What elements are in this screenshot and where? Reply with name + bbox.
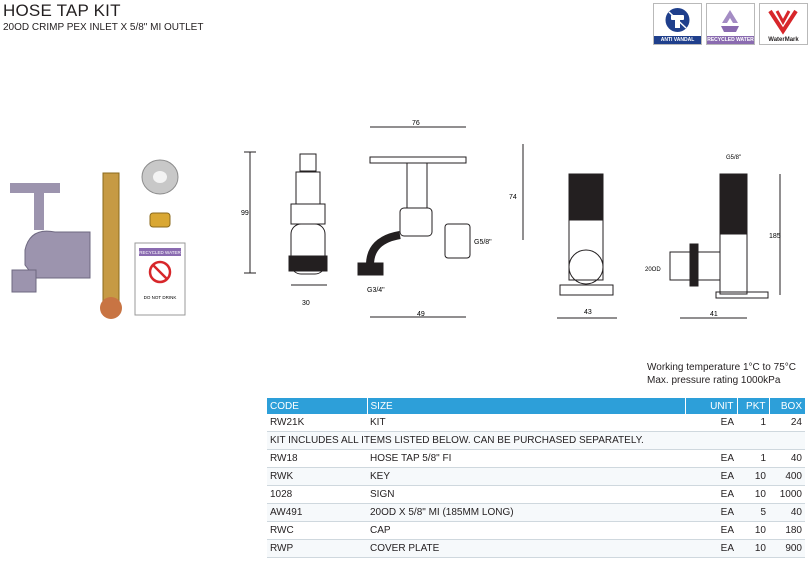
- dim-back-width: 43: [584, 309, 592, 316]
- dim-side-inlet: G3/4": [367, 287, 385, 294]
- sign-title: RECYCLED WATER: [139, 250, 181, 255]
- cell-pkt: 10: [737, 539, 769, 558]
- header-unit: UNIT: [685, 398, 738, 414]
- dim-side-top: 76: [412, 120, 420, 127]
- header-size: SIZE: [367, 398, 686, 414]
- cell-pkt: 1: [737, 414, 769, 432]
- page-title: HOSE TAP KIT: [3, 1, 121, 20]
- cell-size: CAP: [367, 521, 685, 540]
- dim-section-bottom: 41: [710, 311, 718, 318]
- dim-front-height: 99: [241, 210, 249, 217]
- cell-box: 1000: [769, 485, 805, 504]
- dim-section-top: G5/8": [726, 155, 741, 161]
- working-temperature: Working temperature 1°C to 75°C: [647, 362, 796, 373]
- cell-box: 180: [769, 521, 805, 540]
- table-row: RW21K KIT EA 1 24: [267, 414, 805, 432]
- certification-badges: ANTI VANDAL RECYCLED WATER WaterMark: [653, 3, 808, 45]
- tap-shield-icon: [665, 8, 690, 32]
- cell-pkt: 10: [737, 467, 769, 486]
- cell-size: COVER PLATE: [367, 539, 685, 558]
- cell-code: RWK: [267, 467, 367, 486]
- cell-unit: EA: [685, 539, 737, 558]
- recycled-water-badge: RECYCLED WATER: [706, 3, 755, 45]
- dim-section-inlet: 20OD: [645, 267, 661, 273]
- watermark-icon: [768, 9, 798, 35]
- header-box: BOX: [769, 398, 805, 414]
- cell-pkt: 5: [737, 503, 769, 522]
- cell-code: AW491: [267, 503, 367, 522]
- back-view: [557, 173, 617, 319]
- cell-code: RWP: [267, 539, 367, 558]
- cell-size: KIT: [367, 414, 685, 432]
- side-view: [357, 126, 524, 318]
- cell-code: RW18: [267, 449, 367, 468]
- header-pkt: PKT: [737, 398, 770, 414]
- cell-unit: EA: [685, 521, 737, 540]
- dim-section-height: 185: [769, 233, 781, 240]
- cell-unit: EA: [685, 503, 737, 522]
- cell-code: 1028: [267, 485, 367, 504]
- page-subtitle: 20OD CRIMP PEX INLET X 5/8" MI OUTLET: [3, 22, 204, 33]
- header-code: CODE: [267, 398, 368, 414]
- cell-code: RWC: [267, 521, 367, 540]
- cell-size: SIGN: [367, 485, 685, 504]
- table-note-row: KIT INCLUDES ALL ITEMS LISTED BELOW. CAN…: [267, 431, 805, 450]
- cell-box: 24: [769, 414, 805, 432]
- dim-front-width: 30: [302, 300, 310, 307]
- cell-unit: EA: [685, 485, 737, 504]
- cell-pkt: 10: [737, 485, 769, 504]
- technical-drawings: RECYCLED WATER DO NOT DRINK 99 30 76 74 …: [10, 120, 781, 319]
- cell-box: 40: [769, 503, 805, 522]
- badge-label: ANTI VANDAL: [654, 36, 701, 44]
- front-view: [244, 151, 328, 286]
- product-photo: RECYCLED WATER DO NOT DRINK: [10, 159, 186, 319]
- cell-unit: EA: [685, 467, 737, 486]
- recycle-icon: [721, 10, 739, 32]
- badge-label: RECYCLED WATER: [707, 36, 754, 44]
- dim-side-bottom: 49: [417, 311, 425, 318]
- table-header-row: CODE SIZE UNIT PKT BOX: [267, 398, 805, 414]
- cell-box: 400: [769, 467, 805, 486]
- max-pressure: Max. pressure rating 1000kPa: [647, 375, 781, 386]
- cell-box: 900: [769, 539, 805, 558]
- sign-footer: DO NOT DRINK: [144, 295, 177, 300]
- cell-size: HOSE TAP 5/8" FI: [367, 449, 685, 468]
- cell-size: KEY: [367, 467, 685, 486]
- product-code-table: CODE SIZE UNIT PKT BOX RW21K KIT EA 1 24…: [267, 398, 805, 558]
- cell-box: 40: [769, 449, 805, 468]
- cell-pkt: 10: [737, 521, 769, 540]
- watermark-badge: WaterMark: [759, 3, 808, 45]
- kit-note: KIT INCLUDES ALL ITEMS LISTED BELOW. CAN…: [267, 431, 805, 450]
- dim-side-outlet: G5/8": [474, 239, 492, 246]
- anti-vandal-badge: ANTI VANDAL: [653, 3, 702, 45]
- cell-unit: EA: [685, 449, 737, 468]
- cell-unit: EA: [685, 414, 737, 432]
- cell-pkt: 1: [737, 449, 769, 468]
- cell-code: RW21K: [267, 414, 367, 432]
- dim-side-right: 74: [509, 194, 517, 201]
- badge-label: WaterMark: [760, 36, 807, 44]
- cell-size: 20OD X 5/8" MI (185MM LONG): [367, 503, 685, 522]
- section-view: [669, 173, 781, 319]
